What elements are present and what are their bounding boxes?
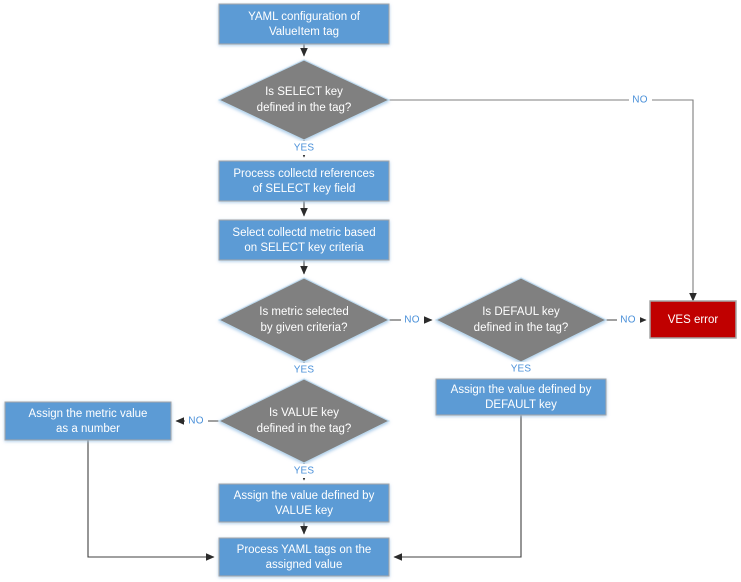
node-process-yaml-tags[interactable]: Process YAML tags on the assigned value xyxy=(218,537,390,577)
svg-text:YES: YES xyxy=(511,364,532,375)
svg-text:on SELECT key criteria: on SELECT key criteria xyxy=(244,242,364,254)
svg-text:Is VALUE key: Is VALUE key xyxy=(269,407,339,419)
label-backdrop xyxy=(617,313,640,327)
svg-text:defined in the tag?: defined in the tag? xyxy=(474,322,569,334)
node-shape xyxy=(218,483,390,523)
svg-text:Is metric selected: Is metric selected xyxy=(259,306,348,318)
edge-assign-default-to-process-yaml xyxy=(393,415,522,561)
node-shape xyxy=(435,378,607,416)
svg-text:of SELECT key field: of SELECT key field xyxy=(253,183,356,195)
svg-text:YES: YES xyxy=(294,466,315,477)
node-shape xyxy=(649,300,737,339)
node-shape xyxy=(217,277,391,363)
node-yaml-configuration[interactable]: YAML configuration of ValueItem tag xyxy=(218,3,390,45)
svg-text:Select collectd metric based: Select collectd metric based xyxy=(232,227,375,239)
svg-text:defined in the tag?: defined in the tag? xyxy=(257,102,352,114)
svg-text:Assign the value defined by: Assign the value defined by xyxy=(234,490,375,502)
svg-text:Assign the metric value: Assign the metric value xyxy=(29,408,148,420)
node-select-key-decision[interactable]: Is SELECT key defined in the tag? xyxy=(217,59,391,141)
node-assign-default-value[interactable]: Assign the value defined by DEFAULT key xyxy=(435,378,607,416)
edge-label-no-defaul: NO xyxy=(617,313,640,327)
node-shape xyxy=(217,59,391,141)
svg-text:by given criteria?: by given criteria? xyxy=(261,322,348,334)
edge-assign-metric-to-process-yaml xyxy=(87,440,215,561)
svg-text:Process YAML tags on the: Process YAML tags on the xyxy=(237,544,372,556)
edge-layer xyxy=(87,44,697,561)
node-shape xyxy=(4,401,172,441)
edge-label-no-metric: NO xyxy=(401,313,424,327)
svg-text:Is SELECT key: Is SELECT key xyxy=(265,86,343,98)
node-select-collectd-metric[interactable]: Select collectd metric based on SELECT k… xyxy=(218,219,390,261)
node-shape xyxy=(218,219,390,261)
label-backdrop xyxy=(508,362,534,376)
node-process-collectd-references[interactable]: Process collectd references of SELECT ke… xyxy=(218,160,390,202)
edge-label-no-value: NO xyxy=(185,414,208,428)
svg-text:Is DEFAUL key: Is DEFAUL key xyxy=(482,306,560,318)
edge-label-yes-select: YES xyxy=(291,141,317,155)
edge-label-yes-value: YES xyxy=(291,464,317,478)
svg-text:VALUE key: VALUE key xyxy=(275,505,333,517)
label-backdrop xyxy=(291,464,317,478)
label-backdrop xyxy=(291,141,317,155)
svg-text:NO: NO xyxy=(188,416,203,427)
node-shape xyxy=(218,3,390,45)
svg-text:as a number: as a number xyxy=(56,423,120,435)
svg-text:Assign the value defined by: Assign the value defined by xyxy=(451,384,592,396)
node-shape xyxy=(217,378,391,464)
label-backdrop xyxy=(401,313,424,327)
edge-label-layer: NO YES NO NO YES YES xyxy=(185,93,652,478)
svg-text:ValueItem tag: ValueItem tag xyxy=(269,26,339,38)
edge-select-no-to-ves-error xyxy=(389,99,697,302)
edge-label-yes-metric: YES xyxy=(291,363,317,377)
node-defaul-key-decision[interactable]: Is DEFAUL key defined in the tag? xyxy=(434,277,608,363)
node-shape xyxy=(218,160,390,202)
svg-text:NO: NO xyxy=(620,315,635,326)
svg-text:DEFAULT key: DEFAULT key xyxy=(485,399,557,411)
node-metric-selected-decision[interactable]: Is metric selected by given criteria? xyxy=(217,277,391,363)
svg-text:NO: NO xyxy=(404,315,419,326)
edge-label-no-select: NO xyxy=(629,93,652,107)
node-shape xyxy=(434,277,608,363)
label-backdrop xyxy=(185,414,208,428)
node-assign-value-key[interactable]: Assign the value defined by VALUE key xyxy=(218,483,390,523)
svg-text:defined in the tag?: defined in the tag? xyxy=(257,423,352,435)
label-backdrop xyxy=(629,93,652,107)
svg-text:NO: NO xyxy=(632,95,647,106)
svg-text:YES: YES xyxy=(294,365,315,376)
svg-text:Process collectd references: Process collectd references xyxy=(233,168,375,180)
node-ves-error[interactable]: VES error xyxy=(649,300,737,339)
node-assign-metric-as-number[interactable]: Assign the metric value as a number xyxy=(4,401,172,441)
node-value-key-decision[interactable]: Is VALUE key defined in the tag? xyxy=(217,378,391,464)
svg-text:YES: YES xyxy=(294,143,315,154)
svg-text:assigned value: assigned value xyxy=(266,559,343,571)
edge-label-yes-defaul: YES xyxy=(508,362,534,376)
node-shape xyxy=(218,537,390,577)
svg-text:VES error: VES error xyxy=(668,314,719,326)
label-backdrop xyxy=(291,363,317,377)
svg-text:YAML configuration of: YAML configuration of xyxy=(248,11,361,23)
